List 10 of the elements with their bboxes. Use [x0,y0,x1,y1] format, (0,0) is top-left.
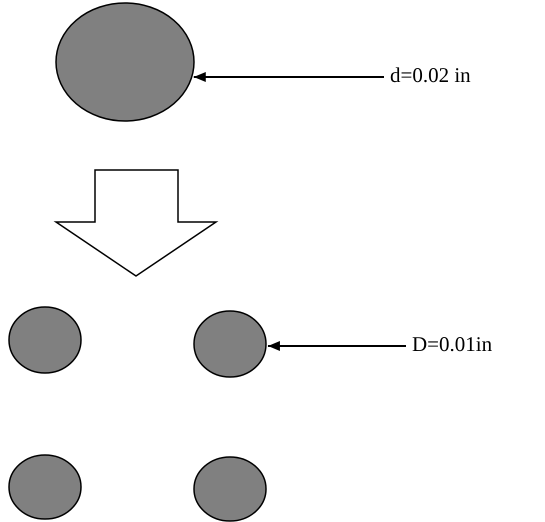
circle-shape [8,454,82,520]
dimension-label: D=0.01in [412,331,492,357]
circle-shape [193,310,267,378]
circle-shape [193,456,267,522]
arrow [268,341,406,351]
arrow [194,72,384,82]
circle-shape [8,306,82,374]
dimension-label: d=0.02 in [390,62,471,88]
block-arrow [54,169,218,277]
circle-shape [55,2,195,122]
